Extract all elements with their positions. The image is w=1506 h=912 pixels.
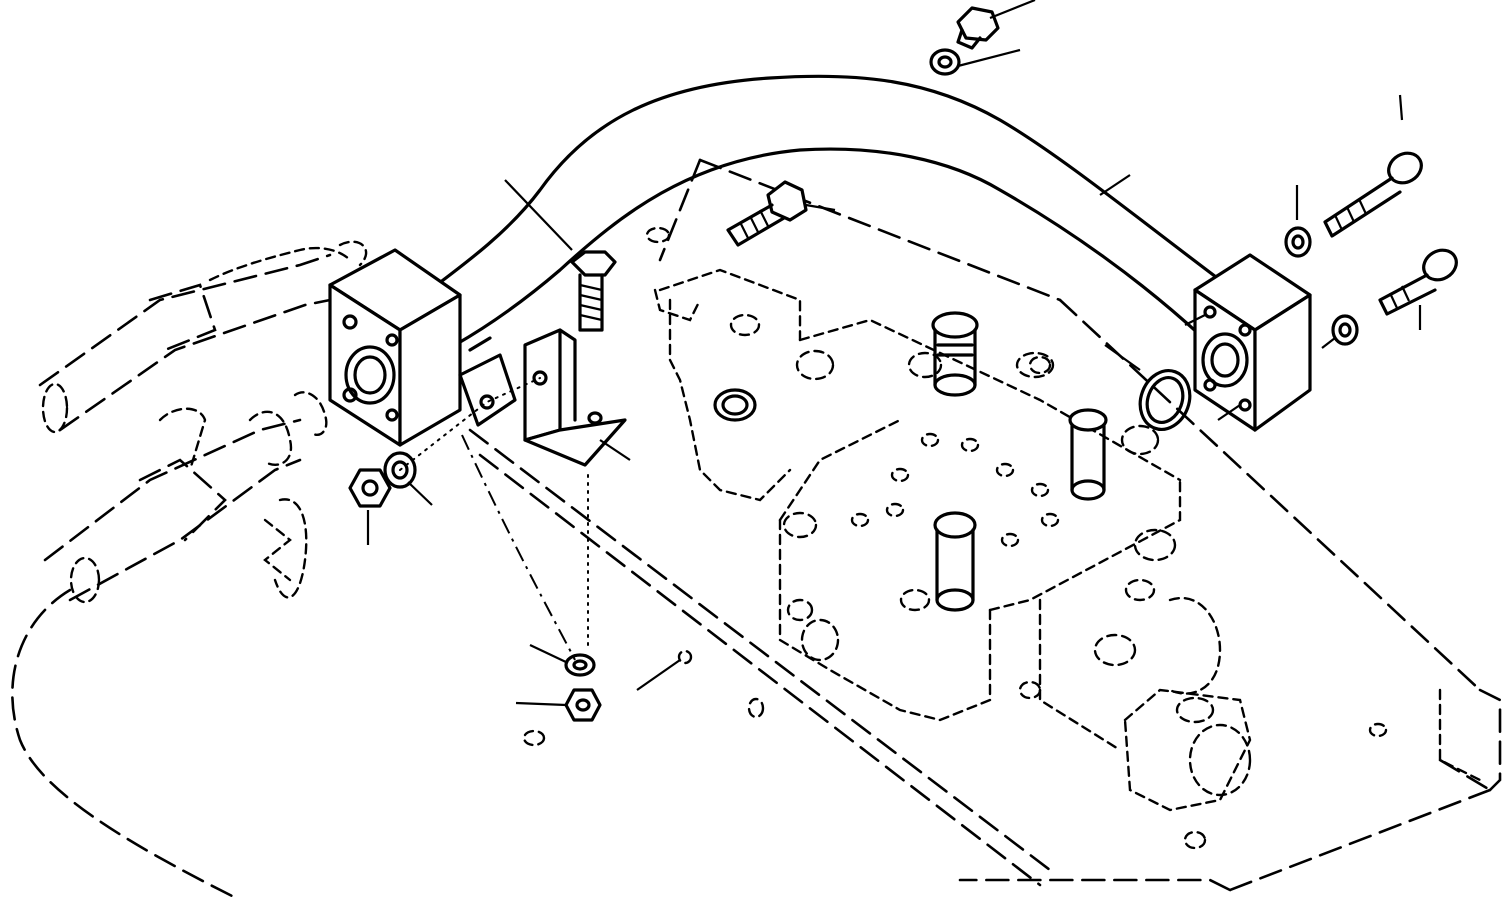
bolt-right-upper xyxy=(1323,151,1423,238)
mounting-plate xyxy=(468,158,1502,892)
hose-upper xyxy=(38,240,368,434)
bracket xyxy=(523,328,631,467)
flange-block-left xyxy=(328,248,517,447)
leader-lines xyxy=(366,0,1422,707)
flange-block-right xyxy=(1193,253,1312,432)
bolt-vertical xyxy=(570,250,617,332)
bolt-right-lower xyxy=(1378,248,1458,316)
o-ring xyxy=(1138,369,1192,431)
control-valve xyxy=(653,268,1252,812)
washers xyxy=(383,48,1359,677)
nuts xyxy=(348,6,1000,722)
bolt-diagonal-top xyxy=(726,180,836,247)
hose-lower xyxy=(11,391,328,902)
tube xyxy=(428,74,1222,347)
